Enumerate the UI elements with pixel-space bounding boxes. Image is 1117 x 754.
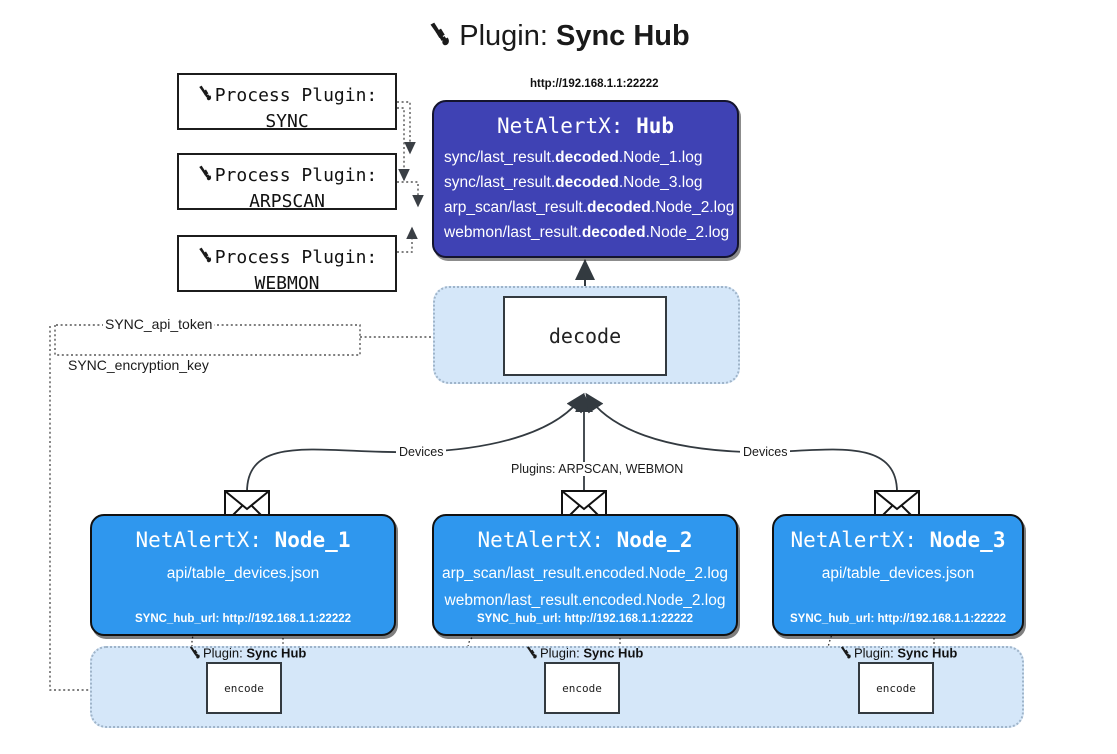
hub-node[interactable]: NetAlertX: Hub sync/last_result.decoded.… [432, 100, 739, 258]
node-title-prefix: NetAlertX: [477, 528, 617, 552]
hub-url-label: http://192.168.1.1:22222 [530, 78, 659, 90]
node-footer: SYNC_hub_url: http://192.168.1.1:22222 [134, 613, 352, 625]
process-plugin-label: Process Plugin: [214, 247, 378, 268]
plug-icon [839, 645, 854, 663]
node-title-name: Node_3 [929, 528, 1006, 552]
node-log-list: arp_scan/last_result.encoded.Node_2.log … [434, 560, 736, 614]
hub-title: NetAlertX: Hub [434, 114, 737, 138]
node-footer: SYNC_hub_url: http://192.168.1.1:22222 [476, 613, 694, 625]
node-title-name: Node_2 [616, 528, 693, 552]
decode-label: decode [548, 324, 622, 348]
node-log-line: webmon/last_result.encoded.Node_2.log [444, 592, 726, 609]
encoder-caption-1: Plugin: Sync Hub [188, 645, 306, 663]
sync-encryption-key-label: SYNC_encryption_key [66, 357, 211, 373]
hub-log-line: arp_scan/last_result.decoded.Node_2.log [444, 199, 735, 216]
plug-icon [188, 645, 203, 663]
encode-box-3[interactable]: encode [858, 662, 934, 714]
plug-icon [525, 645, 540, 663]
encode-label: encode [876, 681, 916, 695]
encoder-caption-prefix: Plugin: [203, 645, 247, 661]
process-plugin-label: Process Plugin: [214, 85, 378, 106]
hub-log-list: sync/last_result.decoded.Node_1.log sync… [434, 145, 737, 245]
hub-title-prefix: NetAlertX: [496, 114, 637, 138]
edge-label-plugins-center: Plugins: ARPSCAN, WEBMON [508, 462, 687, 476]
node-log-line: api/table_devices.json [821, 565, 975, 582]
process-plugin-box-arpscan[interactable]: Process Plugin: ARPSCAN [177, 153, 397, 212]
process-plugin-label: Process Plugin: [214, 165, 378, 186]
encode-label: encode [562, 681, 602, 695]
page-title: Plugin: Sync Hub [0, 14, 1117, 61]
node-box-1[interactable]: NetAlertX: Node_1 api/table_devices.json… [90, 514, 396, 636]
node-title: NetAlertX: Node_1 [92, 528, 394, 552]
process-plugin-name: WEBMON [254, 272, 320, 294]
node-log-line: api/table_devices.json [166, 565, 320, 582]
plug-icon [197, 84, 215, 109]
hub-log-line: sync/last_result.decoded.Node_3.log [444, 174, 703, 191]
process-plugin-line1: Process Plugin: [179, 245, 395, 271]
hub-log-line: webmon/last_result.decoded.Node_2.log [444, 224, 730, 241]
encoder-caption-3: Plugin: Sync Hub [839, 645, 957, 663]
node-box-2[interactable]: NetAlertX: Node_2 arp_scan/last_result.e… [432, 514, 738, 636]
node-log-line: arp_scan/last_result.encoded.Node_2.log [441, 565, 729, 582]
encode-box-2[interactable]: encode [544, 662, 620, 714]
encode-box-1[interactable]: encode [206, 662, 282, 714]
process-plugin-name: ARPSCAN [249, 190, 325, 212]
encoder-caption-prefix: Plugin: [854, 645, 898, 661]
node-title: NetAlertX: Node_3 [774, 528, 1022, 552]
process-plugin-name: SYNC [265, 110, 309, 132]
edge-label-devices-right: Devices [740, 445, 791, 459]
encoder-caption-name: Sync Hub [583, 645, 644, 661]
plug-icon [197, 246, 215, 271]
node-log-list: api/table_devices.json [774, 560, 1022, 587]
encoder-caption-2: Plugin: Sync Hub [525, 645, 643, 663]
plug-icon [197, 164, 215, 189]
sync-api-token-label: SYNC_api_token [103, 316, 215, 332]
process-plugin-box-sync[interactable]: Process Plugin: SYNC [177, 73, 397, 132]
node-title-prefix: NetAlertX: [790, 528, 930, 552]
page-title-prefix: Plugin: [459, 20, 556, 52]
process-plugin-line1: Process Plugin: [179, 163, 395, 189]
hub-log-line: sync/last_result.decoded.Node_1.log [444, 149, 703, 166]
plug-icon [427, 17, 455, 61]
edge-label-devices-left: Devices [396, 445, 447, 459]
encoder-caption-prefix: Plugin: [540, 645, 584, 661]
hub-title-name: Hub [636, 114, 674, 138]
node-box-3[interactable]: NetAlertX: Node_3 api/table_devices.json… [772, 514, 1024, 636]
page-title-name: Sync Hub [555, 20, 690, 52]
encoder-caption-name: Sync Hub [246, 645, 307, 661]
process-plugin-box-webmon[interactable]: Process Plugin: WEBMON [177, 235, 397, 294]
node-footer: SYNC_hub_url: http://192.168.1.1:22222 [789, 613, 1007, 625]
decode-box[interactable]: decode [503, 296, 667, 376]
node-title: NetAlertX: Node_2 [434, 528, 736, 552]
encoder-caption-name: Sync Hub [897, 645, 958, 661]
process-plugin-line1: Process Plugin: [179, 83, 395, 109]
encode-label: encode [224, 681, 264, 695]
node-title-name: Node_1 [274, 528, 351, 552]
node-title-prefix: NetAlertX: [135, 528, 275, 552]
node-log-list: api/table_devices.json [92, 560, 394, 587]
